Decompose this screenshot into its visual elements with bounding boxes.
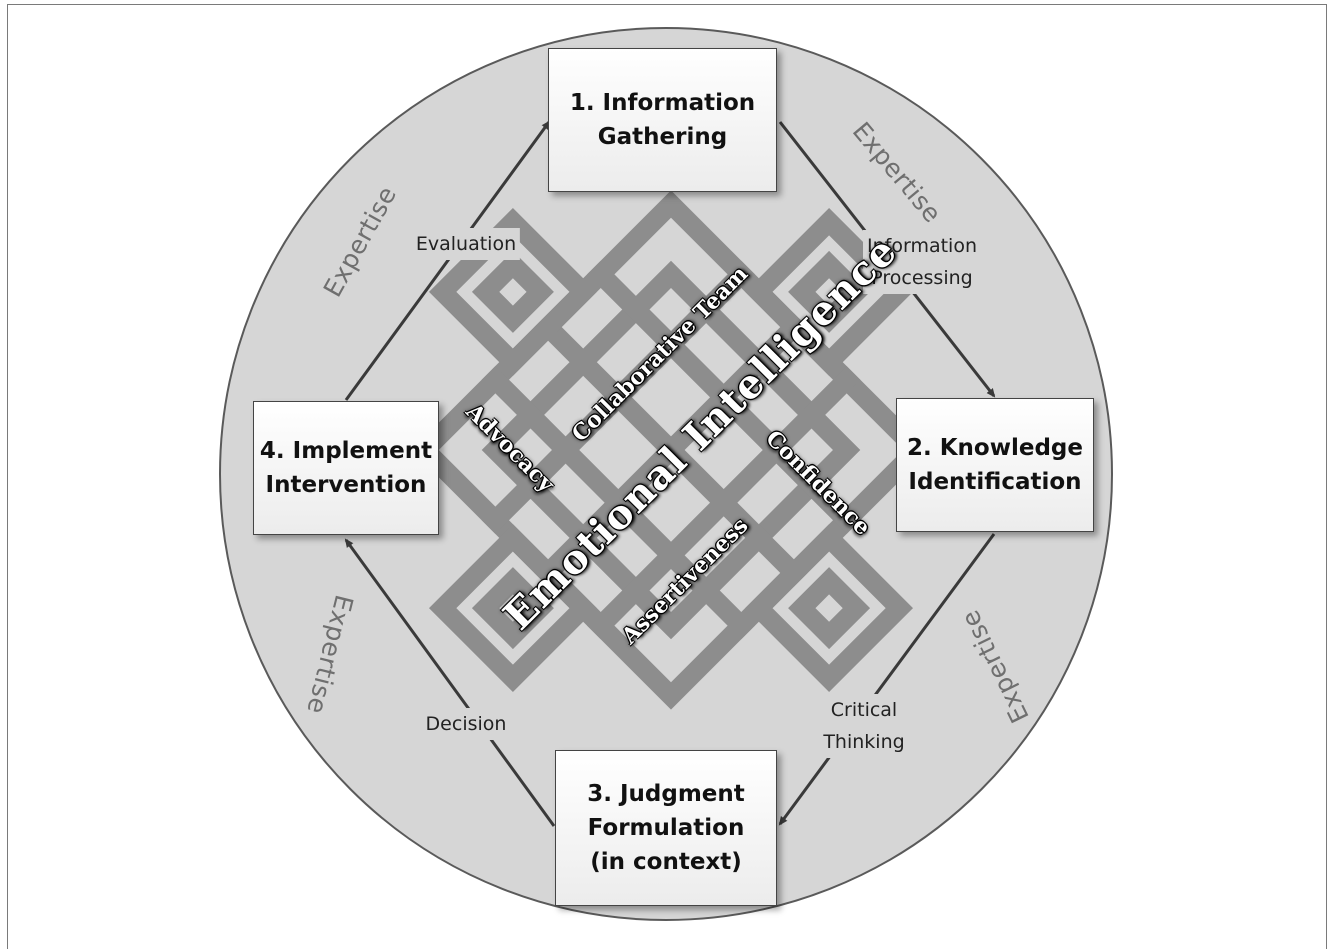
arrow-4-to-1 xyxy=(344,120,551,401)
arrow-3-to-4 xyxy=(344,538,556,827)
step-4-implement-intervention-box: 4. Implement Intervention xyxy=(253,401,439,535)
edge-label-evaluation: Evaluation xyxy=(411,228,521,260)
edge-label-decision: Decision xyxy=(421,708,511,740)
step-1-information-gathering-box: 1. Information Gathering xyxy=(548,48,777,192)
endless-knot-icon xyxy=(411,190,931,710)
figure-frame xyxy=(7,4,1327,949)
step-3-judgment-formulation-box: 3. Judgment Formulation (in context) xyxy=(555,750,777,906)
edge-label-information-processing: Information Processing xyxy=(863,230,981,294)
cycle-arrows xyxy=(344,120,996,827)
arrow-2-to-3 xyxy=(778,533,996,826)
step-2-knowledge-identification-box: 2. Knowledge Identification xyxy=(896,398,1094,532)
edge-label-critical-thinking: Critical Thinking xyxy=(819,694,909,758)
